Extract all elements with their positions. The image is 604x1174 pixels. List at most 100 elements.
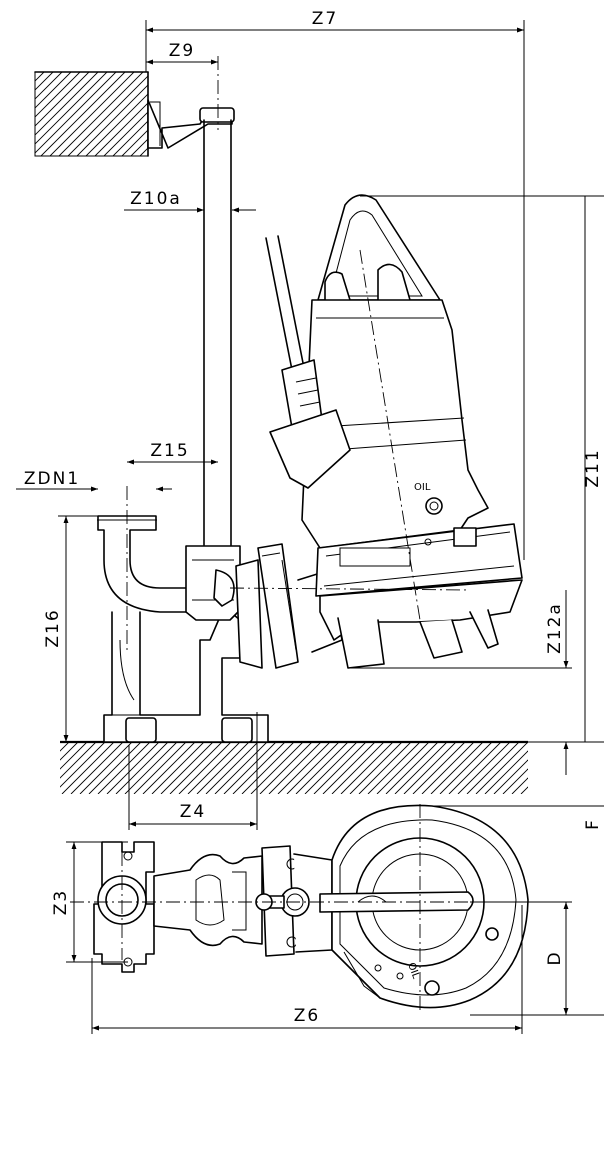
hatch-line — [58, 72, 144, 156]
hatch-line — [475, 742, 528, 794]
dimension-lines-top — [66, 805, 604, 1034]
hatch-line — [539, 742, 591, 794]
dim-label-zdn1: ZDN1 — [24, 469, 80, 489]
hatch-line — [60, 742, 70, 752]
duckfoot-base — [97, 515, 269, 743]
wall-section — [34, 71, 314, 157]
guide-rail — [203, 119, 232, 546]
hatch-line — [40, 72, 126, 156]
hatch-line — [112, 120, 148, 156]
floor-section — [60, 740, 604, 794]
hatch-line — [484, 750, 528, 794]
top-view-pump: OIL — [255, 804, 529, 1009]
hatch-line — [340, 742, 394, 794]
hatch-line — [60, 742, 88, 770]
hatch-line — [313, 742, 367, 794]
hatch-line — [35, 72, 63, 100]
hatch-line — [130, 138, 148, 156]
hatch-line — [557, 742, 604, 794]
hatch-line — [49, 72, 135, 156]
dim-label-f: F — [583, 818, 603, 830]
hatch-line — [35, 72, 90, 127]
hatch-line — [277, 742, 331, 794]
hatch-line — [530, 742, 582, 794]
hatch-line — [94, 102, 148, 156]
dim-label-z7: Z7 — [312, 9, 338, 29]
hatch-line — [385, 742, 439, 794]
dim-label-z15: Z15 — [150, 441, 189, 461]
hatch-line — [196, 742, 250, 794]
hatch-line — [124, 742, 178, 794]
hatch-line — [241, 742, 295, 794]
hatch-line — [520, 786, 528, 794]
hatch-line — [178, 742, 232, 794]
hatch-line — [85, 93, 148, 156]
hatch-line — [230, 72, 314, 156]
hatch-line — [133, 742, 187, 794]
hatch-line — [35, 72, 54, 91]
pump-body: OIL — [265, 194, 523, 669]
hatch-line — [548, 742, 600, 794]
oil-marking-top: OIL — [405, 961, 421, 981]
dimension-lines-side — [16, 20, 604, 827]
hatch-line — [169, 742, 223, 794]
hatch-line — [35, 72, 108, 145]
hatch-line — [232, 742, 286, 794]
hatch-line — [121, 129, 148, 156]
hatch-line — [223, 742, 277, 794]
hatch-line — [250, 742, 304, 794]
hatch-line — [430, 742, 484, 794]
hatch-line — [160, 742, 214, 794]
hatch-line — [439, 742, 493, 794]
hatch-line — [142, 742, 196, 794]
wall-bracket — [147, 99, 235, 149]
hatch-line — [421, 742, 475, 794]
centerlines-top — [70, 804, 480, 1010]
dim-label-z6: Z6 — [294, 1006, 320, 1026]
hatch-line — [35, 72, 117, 154]
hatch-line — [205, 742, 259, 794]
hatch-line — [268, 742, 322, 794]
hatch-line — [35, 72, 99, 136]
hatch-line — [286, 742, 340, 794]
hatch-line — [367, 742, 421, 794]
hatch-line — [88, 742, 142, 794]
dim-label-z11: Z11 — [583, 448, 603, 487]
hatch-line — [106, 742, 160, 794]
hatch-line — [575, 742, 604, 794]
hatch-line — [187, 742, 241, 794]
hatch-line — [448, 742, 502, 794]
hatch-line — [349, 742, 403, 794]
hatch-line — [457, 742, 511, 794]
hatch-line — [97, 742, 151, 794]
hatch-line — [60, 742, 106, 788]
hatch-line — [61, 742, 115, 794]
hatch-line — [322, 742, 376, 794]
hatch-line — [76, 84, 148, 156]
dim-label-z10a: Z10a — [130, 189, 182, 209]
hatch-line — [79, 742, 133, 794]
hatch-line — [214, 742, 268, 794]
hatch-line — [35, 72, 72, 109]
hatch-line — [259, 742, 313, 794]
hatch-line — [67, 75, 148, 156]
hatch-line — [295, 742, 349, 794]
dim-label-z9: Z9 — [169, 41, 195, 61]
hatch-line — [412, 742, 466, 794]
hatch-line — [35, 72, 81, 118]
dimension-labels-side: Z7 Z9 Z10a Z15 ZDN1 Z16 Z11 Z12a Z4 — [24, 9, 603, 822]
hatch-line — [403, 742, 457, 794]
hatch-line — [394, 742, 448, 794]
centerlines — [126, 56, 471, 830]
dim-label-z4: Z4 — [180, 802, 206, 822]
dimension-labels-top: Z3 F D Z6 — [51, 818, 603, 1026]
dim-label-d: D — [545, 950, 565, 965]
hatch-line — [511, 777, 528, 794]
hatch-line — [60, 742, 97, 779]
hatch-line — [35, 72, 36, 73]
hatch-line — [502, 768, 528, 794]
oil-marking-side: OIL — [414, 482, 431, 493]
dim-label-z16: Z16 — [43, 608, 63, 647]
dim-label-z3: Z3 — [51, 889, 71, 915]
